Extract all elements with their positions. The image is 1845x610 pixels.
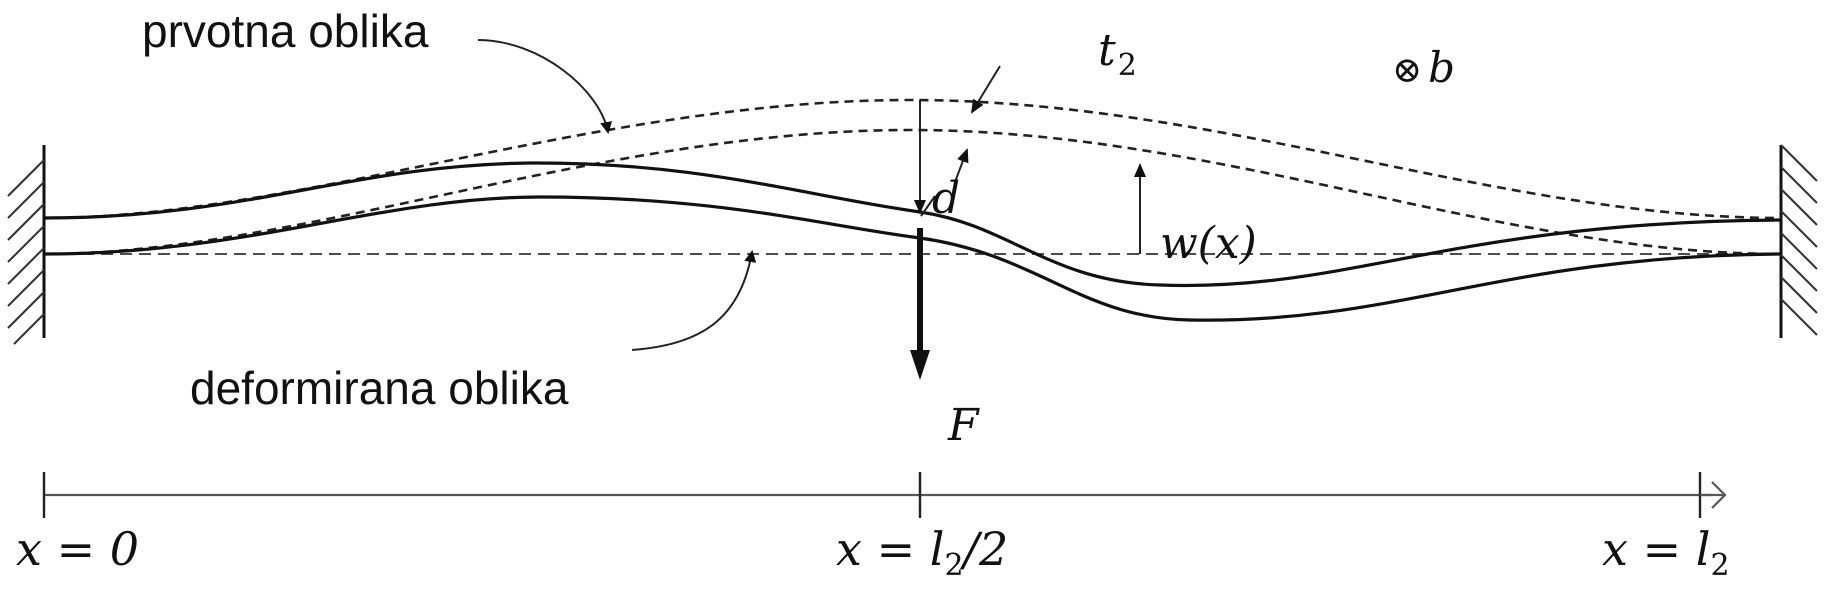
thickness-indicator <box>954 65 1001 183</box>
deformed-shape-leader <box>631 250 757 351</box>
force-arrow <box>910 228 930 380</box>
x-mid-label: x = l2/2 <box>836 522 1008 583</box>
x-dimension-axis <box>42 472 1727 518</box>
original-shape-leader <box>477 39 613 134</box>
deformed-shape-bottom <box>43 195 1782 322</box>
deformed-shape-label: deformirana oblika <box>190 362 569 414</box>
original-shape-top <box>43 98 1782 220</box>
right-fixed-support <box>1779 144 1818 338</box>
deflection-label: w(x) <box>1160 218 1257 269</box>
x-end-label: x = l2 <box>1602 522 1730 583</box>
force-label: F <box>947 400 980 451</box>
gap-indicator <box>914 100 936 217</box>
left-fixed-support <box>7 145 46 345</box>
original-shape-label: prvotna oblika <box>142 5 429 57</box>
x-start-label: x = 0 <box>16 522 139 576</box>
gap-label: d <box>932 173 960 224</box>
width-label: ⊗b <box>1392 43 1455 92</box>
thickness-label: t2 <box>1098 25 1137 83</box>
original-shape-bottom <box>43 128 1782 256</box>
